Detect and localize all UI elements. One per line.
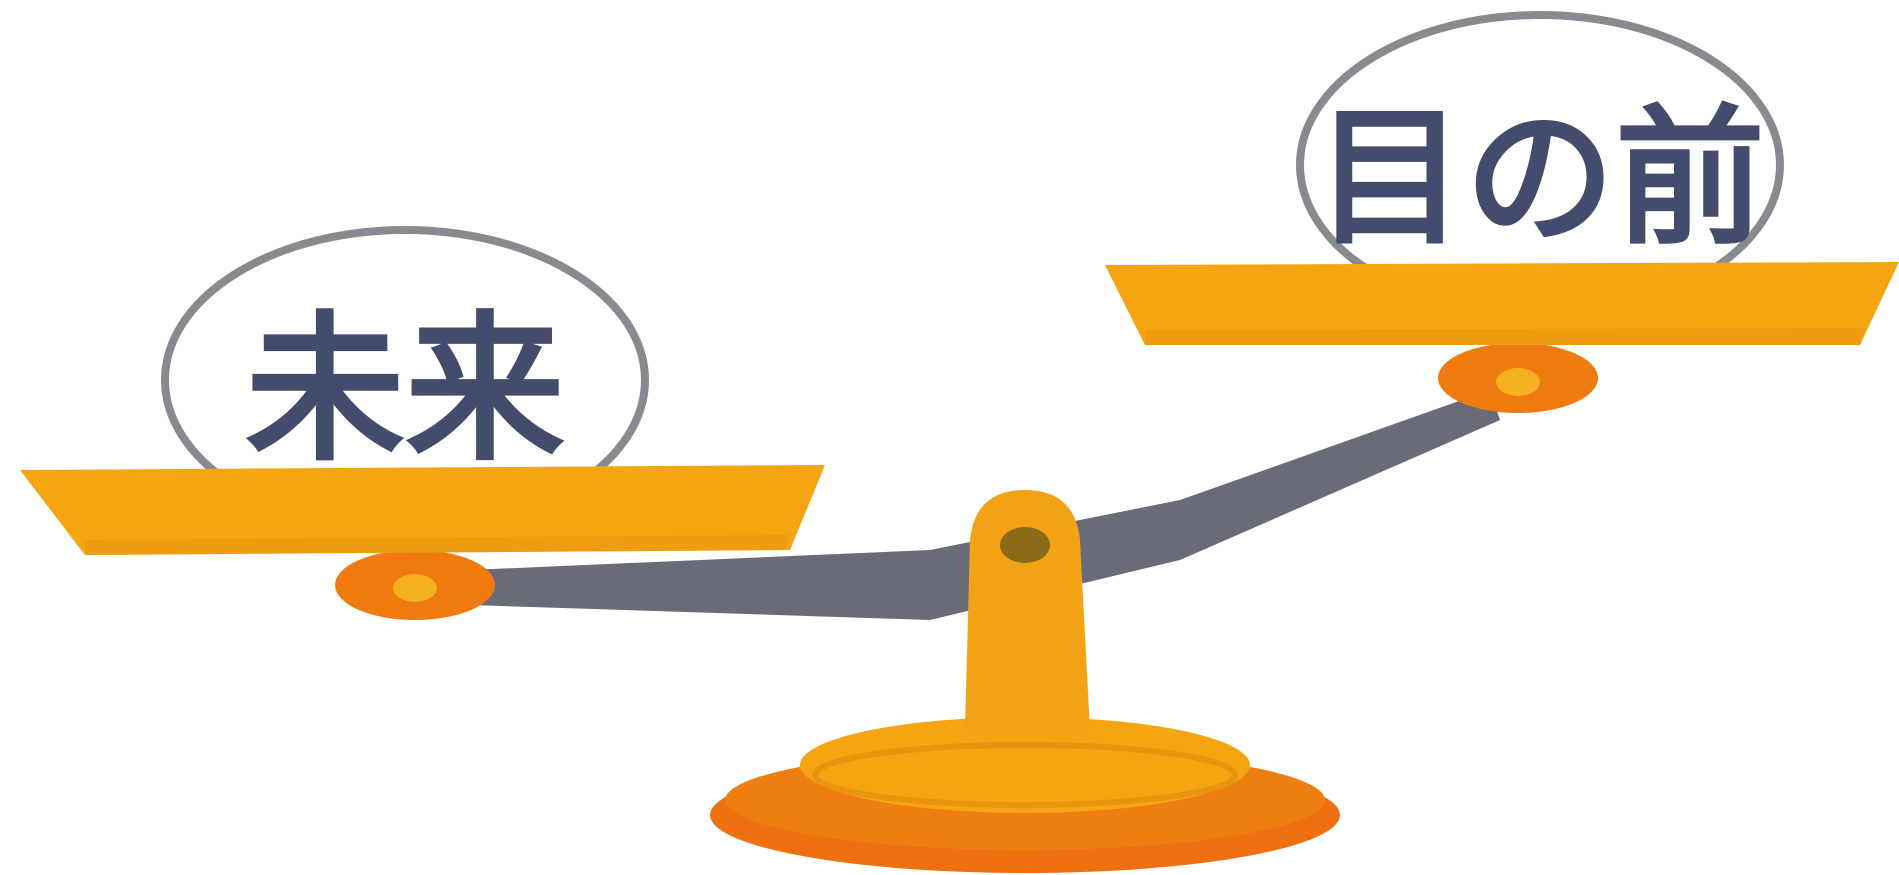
right-pan-label: 目の前 (1315, 92, 1765, 266)
left-pan-hub (335, 550, 495, 620)
right-pan (1105, 262, 1899, 345)
scale-post (965, 490, 1090, 730)
right-pan-hub (1438, 343, 1598, 413)
left-pan (20, 465, 825, 555)
scale-base (710, 717, 1340, 873)
left-pan-label: 未来 (245, 296, 565, 483)
